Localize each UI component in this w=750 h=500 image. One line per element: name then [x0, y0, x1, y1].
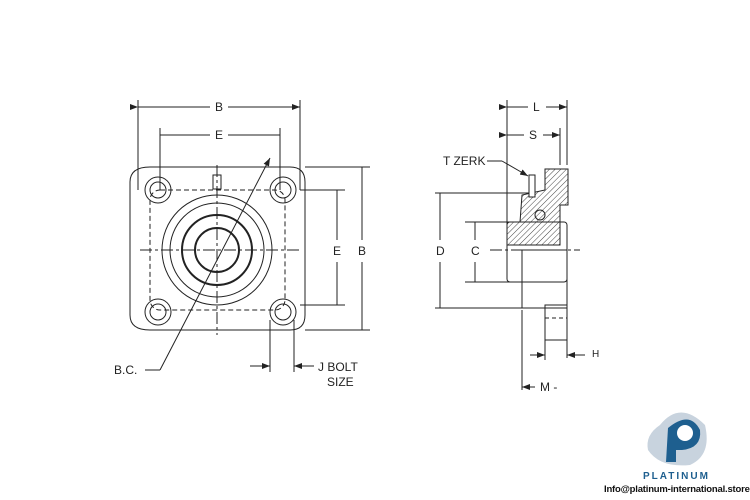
dim-h-label: H — [590, 349, 602, 361]
contact-email: Info@platinum-international.store — [604, 484, 750, 495]
platinum-logo-icon — [647, 412, 707, 466]
bc-label: B.C. — [112, 363, 140, 377]
dim-s-label: S — [527, 128, 540, 142]
dim-l-label: L — [531, 100, 542, 114]
dim-m-label: M - — [538, 380, 560, 394]
dim-b-side-label: B — [356, 244, 369, 258]
t-zerk-label: T ZERK — [441, 154, 488, 168]
side-view — [435, 100, 585, 390]
j-bolt-label-line1: J BOLT — [316, 360, 360, 374]
j-bolt-label-line2: SIZE — [325, 375, 356, 389]
dim-e-side-label: E — [331, 244, 344, 258]
dim-e-top-label: E — [213, 128, 226, 142]
logo-name: PLATINUM — [643, 471, 710, 482]
front-view — [129, 100, 370, 372]
dim-b-top-label: B — [213, 100, 226, 114]
dim-c-label: C — [469, 244, 482, 258]
dim-d-label: D — [434, 244, 447, 258]
